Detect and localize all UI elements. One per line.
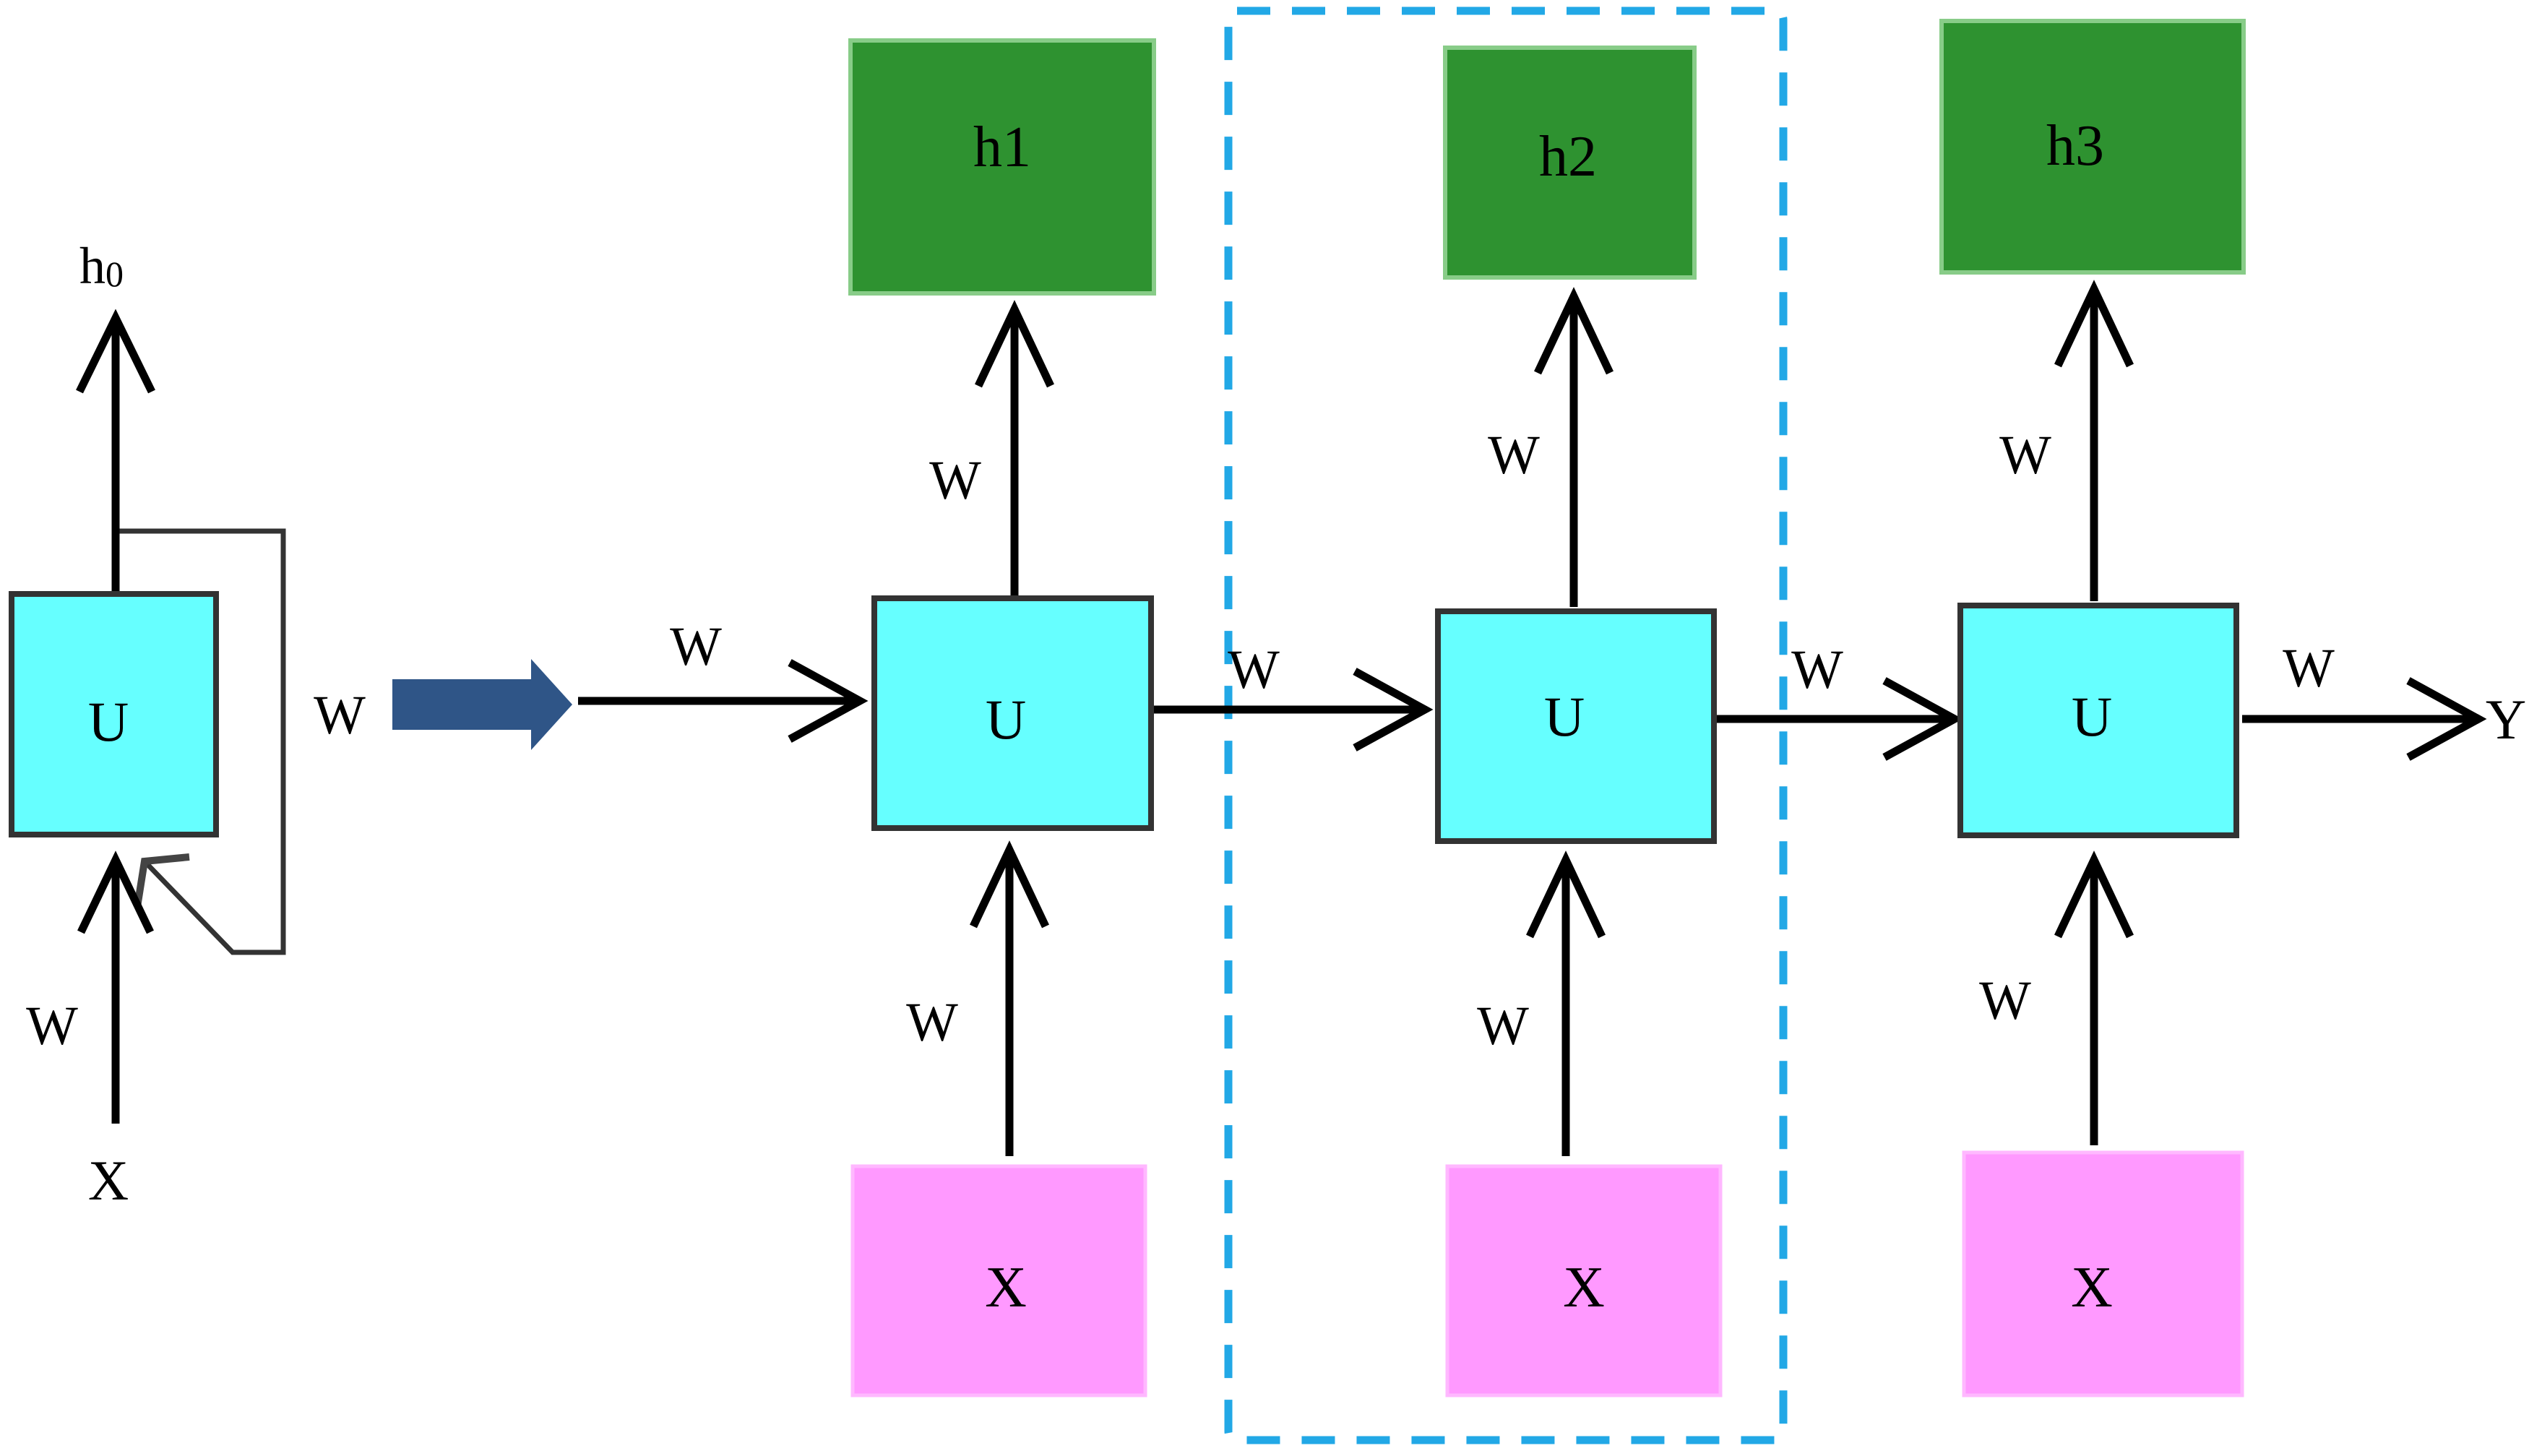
step1-cell (871, 595, 1154, 831)
exit-arrowhead (2406, 677, 2487, 761)
step3-output-label: h3 (2046, 114, 2104, 178)
step3-input-weight-label: W (1979, 970, 2031, 1031)
step1-cell-label: U (986, 688, 1026, 751)
step1-output-arrowhead (975, 300, 1054, 388)
folded-cell-label: U (88, 690, 129, 753)
folded-output-label-main: h (79, 237, 105, 295)
step1-input-label: X (985, 1256, 1027, 1319)
unfold-arrow-icon (392, 659, 572, 750)
folded-output-arrowhead (76, 309, 155, 394)
entry-weight-label: W (670, 616, 722, 677)
folded-cell (9, 591, 219, 837)
timestep-3: h3 U X W W (1939, 19, 2246, 1397)
step3-input-arrowhead (2054, 850, 2134, 939)
step2-input-label: X (1563, 1256, 1605, 1319)
exit-label: Y (2486, 688, 2526, 751)
step3-output-weight-label: W (1999, 425, 2051, 486)
step3-input-box (1962, 1150, 2244, 1397)
step2-cell-label: U (1544, 685, 1585, 748)
step2-input-weight-label: W (1477, 996, 1529, 1056)
step3-output-box (1939, 19, 2246, 275)
step2-cell (1435, 608, 1717, 844)
recurrent-loop-edge (116, 528, 286, 955)
timestep-1: h1 U X W W (848, 38, 1156, 1397)
folded-input-label: X (88, 1149, 129, 1212)
step2-output-box (1443, 46, 1697, 280)
step1-output-label: h1 (973, 116, 1031, 179)
timestep-2: h2 U X W W (1435, 46, 1723, 1397)
step1-to-step2-arrowhead (1353, 668, 1434, 751)
step2-to-step3-arrowhead (1882, 677, 1963, 761)
folded-output-label-subscript: 0 (105, 254, 124, 294)
entry-arrowhead (788, 659, 869, 743)
step1-input-weight-label: W (906, 992, 958, 1053)
step2-next-weight-label: W (1791, 639, 1843, 700)
unfolded-rnn: W W W W Y h1 U X W W (578, 19, 2526, 1397)
recurrent-loop-arrowhead (134, 853, 190, 908)
exit-weight-label: W (2283, 638, 2335, 699)
folded-recurrent-weight-label: W (314, 685, 366, 746)
folded-output-label: h0 (79, 237, 124, 295)
step2-output-label: h2 (1539, 125, 1597, 189)
step2-input-box (1445, 1164, 1723, 1397)
step3-input-label: X (2071, 1256, 2113, 1319)
step1-output-box (848, 38, 1156, 296)
step2-input-arrowhead (1526, 850, 1606, 939)
step3-cell-label: U (2072, 685, 2112, 748)
step3-cell (1957, 603, 2239, 838)
step3-output-arrowhead (2054, 280, 2134, 368)
step2-output-weight-label: W (1488, 425, 1540, 486)
step1-next-weight-label: W (1228, 639, 1280, 700)
folded-input-weight-label: W (26, 996, 78, 1056)
step1-output-weight-label: W (929, 450, 981, 511)
step2-output-arrowhead (1534, 287, 1614, 375)
folded-input-arrowhead (77, 850, 154, 934)
folded-rnn: U X W W h0 (9, 237, 366, 1212)
step1-input-arrowhead (970, 840, 1049, 929)
step1-input-box (850, 1164, 1147, 1397)
